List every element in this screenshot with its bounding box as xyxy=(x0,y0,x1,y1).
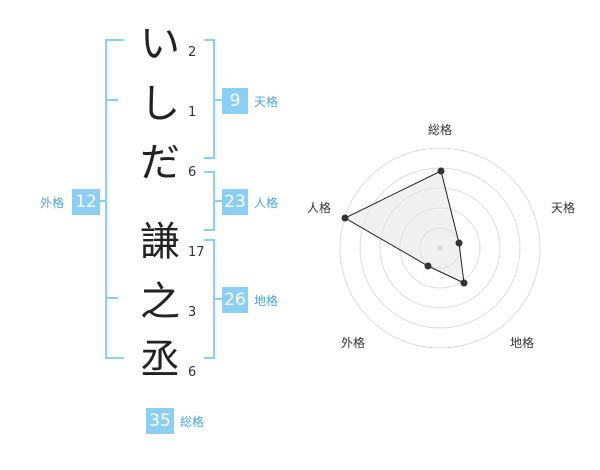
radar-point-chikaku xyxy=(460,279,468,287)
tenkaku-value: 9 xyxy=(222,88,248,114)
stroke-count-5: 3 xyxy=(188,305,197,320)
name-char-2: し xyxy=(140,81,180,127)
gaikaku-label: 外格 xyxy=(40,196,65,210)
jinkaku-value: 23 xyxy=(222,189,248,215)
radar-area xyxy=(343,170,465,284)
stroke-count-2: 1 xyxy=(188,105,197,120)
radar-label-gaikaku: 外格 xyxy=(341,336,366,350)
radar-label-soukaku: 総格 xyxy=(428,123,453,137)
gaikaku-value: 12 xyxy=(72,189,100,215)
radar-label-chikaku: 地格 xyxy=(510,336,535,350)
stroke-count-4: 17 xyxy=(188,245,205,260)
name-char-5: 之 xyxy=(140,279,180,325)
soukaku-value: 35 xyxy=(146,408,174,434)
name-char-1: い xyxy=(140,21,180,67)
chikaku-label: 地格 xyxy=(254,294,279,308)
stroke-count-3: 6 xyxy=(188,165,197,180)
name-char-6: 丞 xyxy=(140,337,180,383)
jinkaku-label: 人格 xyxy=(254,196,279,210)
radar-ring-1 xyxy=(339,147,541,349)
gaikaku-bracket xyxy=(105,39,124,359)
radar-label-tenkaku: 天格 xyxy=(551,201,576,215)
radar-point-soukaku xyxy=(437,167,445,175)
radar-label-jinkaku: 人格 xyxy=(307,201,332,215)
chikaku-value: 26 xyxy=(222,287,248,313)
stroke-count-6: 6 xyxy=(188,365,197,380)
radar-point-tenkaku xyxy=(455,239,463,247)
tenkaku-label: 天格 xyxy=(254,95,279,109)
name-char-4: 謙 xyxy=(140,219,180,265)
soukaku-label: 総格 xyxy=(180,415,205,429)
radar-point-gaikaku xyxy=(424,262,432,270)
name-char-3: だ xyxy=(140,140,180,186)
stroke-count-1: 2 xyxy=(188,45,197,60)
radar-point-jinkaku xyxy=(341,214,349,222)
